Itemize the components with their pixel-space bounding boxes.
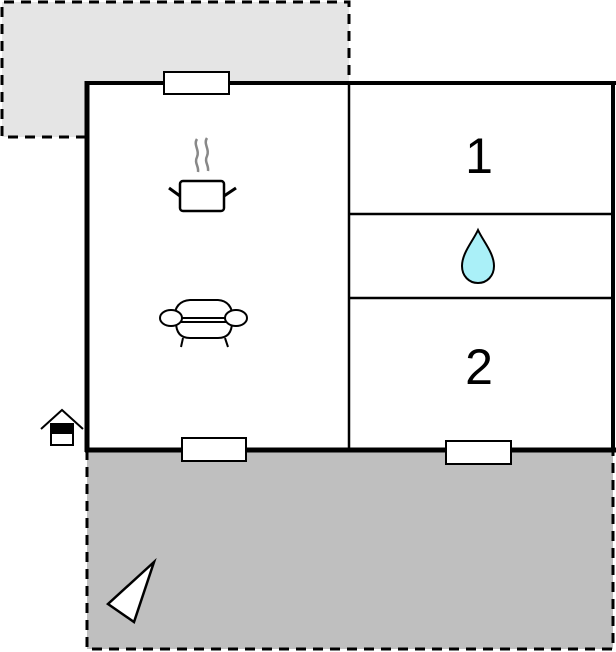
upper-terrace bbox=[0, 0, 351, 139]
window-bottom-right bbox=[445, 440, 512, 465]
window-top bbox=[163, 71, 230, 95]
bedroom-2-label: 2 bbox=[465, 339, 493, 395]
cooking-pot-icon bbox=[168, 137, 237, 213]
house-entrance-icon bbox=[40, 408, 84, 446]
lower-terrace bbox=[85, 450, 615, 651]
water-drop-icon bbox=[460, 227, 496, 285]
sofa-icon bbox=[159, 299, 248, 348]
bedroom-1-label: 1 bbox=[465, 128, 493, 184]
interior-walls bbox=[347, 83, 613, 450]
outer-walls bbox=[84, 81, 616, 453]
window-bottom-left bbox=[181, 437, 247, 462]
north-arrow-icon bbox=[105, 557, 157, 624]
